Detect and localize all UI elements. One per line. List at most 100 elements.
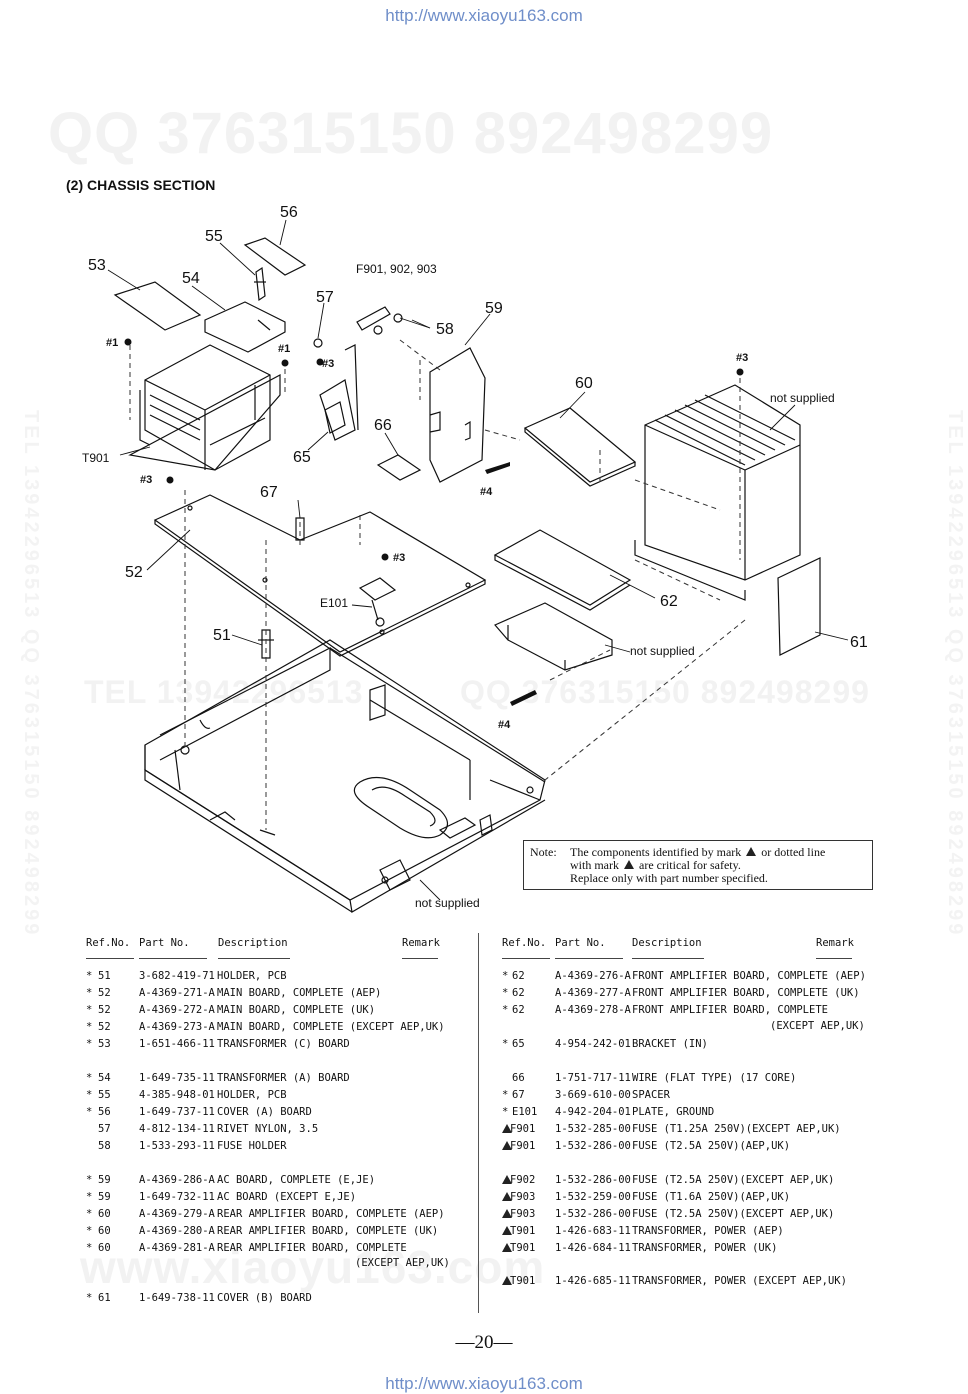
note-line1a: The components identified by mark [570, 845, 742, 859]
left-header-underline [86, 958, 134, 959]
row-ref-no: 62 [512, 1004, 525, 1016]
row-ref-no: 56 [98, 1106, 111, 1118]
callout-58: 58 [436, 321, 454, 338]
row-description: TRANSFORMER (A) BOARD [217, 1072, 350, 1084]
row-part-no: 1-532-285-00 [555, 1123, 631, 1135]
callout-screw-1a: #1 [106, 337, 118, 349]
row-ref-no: 67 [512, 1089, 525, 1101]
row-ref-no: F901 [510, 1140, 536, 1152]
callout-screw-4a: #4 [480, 486, 493, 498]
row-ref-no: F903 [510, 1208, 536, 1220]
row-ref-no: T901 [510, 1225, 536, 1237]
row-mark: * [502, 970, 509, 982]
left-header-underline [218, 958, 290, 959]
safety-note: Note: The components identified by mark … [523, 840, 873, 890]
row-description: FUSE (T1.6A 250V)(AEP,UK) [632, 1191, 791, 1203]
row-description: (EXCEPT AEP,UK) [770, 1020, 865, 1032]
row-part-no: A-4369-272-A [139, 1004, 215, 1016]
row-mark: * [86, 1021, 93, 1033]
row-ref-no: 58 [98, 1140, 111, 1152]
row-ref-no: 53 [98, 1038, 111, 1050]
footer-url[interactable]: http://www.xiaoyu163.com [385, 1374, 583, 1393]
callout-screw-1b: #1 [278, 343, 290, 355]
row-part-no: A-4369-280-A [139, 1225, 215, 1237]
holder-55 [254, 266, 266, 302]
row-description: TRANSFORMER, POWER (EXCEPT AEP,UK) [632, 1275, 847, 1287]
header-url[interactable]: http://www.xiaoyu163.com [385, 6, 583, 25]
main-board [153, 494, 487, 657]
row-part-no: 1-426-683-11 [555, 1225, 631, 1237]
row-ref-no: 60 [98, 1225, 111, 1237]
row-mark: * [502, 1038, 509, 1050]
row-ref-no: 51 [98, 970, 111, 982]
warning-triangle-icon [746, 847, 757, 856]
row-description: FUSE HOLDER [217, 1140, 287, 1152]
row-description: MAIN BOARD, COMPLETE (EXCEPT AEP,UK) [217, 1021, 445, 1033]
note-line3: Replace only with part number specified. [570, 871, 768, 885]
callout-51: 51 [213, 627, 231, 644]
row-description: FRONT AMPLIFIER BOARD, COMPLETE (UK) [632, 987, 860, 999]
row-mark: * [86, 1225, 93, 1237]
row-ref-no: 62 [512, 987, 525, 999]
row-ref-no: 59 [98, 1191, 111, 1203]
callout-t901: T901 [82, 451, 110, 465]
safety-warning-icon [502, 1173, 513, 1187]
row-part-no: 4-385-948-01 [139, 1089, 215, 1101]
callout-screw-4b: #4 [498, 719, 511, 731]
callout-52: 52 [125, 564, 143, 581]
right-header-underline [632, 958, 704, 959]
callout-53: 53 [88, 257, 106, 274]
right-header-remark: Remark [816, 937, 854, 949]
left-header-remark: Remark [402, 937, 440, 949]
row-ref-no: E101 [512, 1106, 538, 1118]
watermark-top: QQ 376315150 892498299 [48, 101, 774, 166]
row-description: PLATE, GROUND [632, 1106, 715, 1118]
watermark-middle-left: TEL 13942296513 [84, 674, 364, 710]
row-part-no: 3-682-419-71 [139, 970, 215, 982]
row-part-no: A-4369-273-A [139, 1021, 215, 1033]
callout-60: 60 [575, 375, 593, 392]
callout-56: 56 [280, 204, 298, 221]
section-title: (2) CHASSIS SECTION [66, 177, 216, 193]
row-description: RIVET NYLON, 3.5 [217, 1123, 319, 1135]
row-ref-no: 60 [98, 1208, 111, 1220]
callout-66: 66 [374, 417, 392, 434]
row-ref-no: 62 [512, 970, 525, 982]
left-header-underline [139, 958, 207, 959]
row-mark: * [502, 1004, 509, 1016]
row-part-no: 4-812-134-11 [139, 1123, 215, 1135]
row-mark: * [86, 1208, 93, 1220]
row-part-no: 1-532-286-00 [555, 1208, 631, 1220]
fuse-holder-b [393, 313, 403, 323]
row-ref-no: F902 [510, 1174, 536, 1186]
ground-plate-e101 [358, 577, 397, 627]
row-ref-no: 52 [98, 1004, 111, 1016]
row-description: TRANSFORMER (C) BOARD [217, 1038, 350, 1050]
transformer-c-board [113, 281, 202, 331]
row-mark: * [86, 1106, 93, 1118]
row-description: COVER (A) BOARD [217, 1106, 312, 1118]
callout-62: 62 [660, 593, 678, 610]
row-part-no: 1-649-735-11 [139, 1072, 215, 1084]
row-mark: * [86, 987, 93, 999]
warning-triangle-icon [624, 860, 634, 869]
row-mark: * [86, 970, 93, 982]
callout-screw-3d: #3 [736, 352, 748, 364]
row-mark: * [86, 1038, 93, 1050]
flat-wire-66 [376, 454, 422, 481]
right-header-underline [555, 958, 623, 959]
fuse [356, 306, 391, 331]
page-number: —20— [455, 1332, 513, 1353]
row-part-no: A-4369-286-A [139, 1174, 215, 1186]
row-description: MAIN BOARD, COMPLETE (AEP) [217, 987, 382, 999]
row-description: HOLDER, PCB [217, 970, 287, 982]
safety-warning-icon [502, 1224, 513, 1238]
callout-57: 57 [316, 289, 334, 306]
row-description: TRANSFORMER, POWER (UK) [632, 1242, 778, 1254]
row-part-no: A-4369-271-A [139, 987, 215, 999]
row-mark: * [86, 1004, 93, 1016]
row-ref-no: F903 [510, 1191, 536, 1203]
row-part-no: 1-649-737-11 [139, 1106, 215, 1118]
note-line1b: or dotted line [761, 845, 826, 859]
row-description: REAR AMPLIFIER BOARD, COMPLETE (UK) [217, 1225, 439, 1237]
